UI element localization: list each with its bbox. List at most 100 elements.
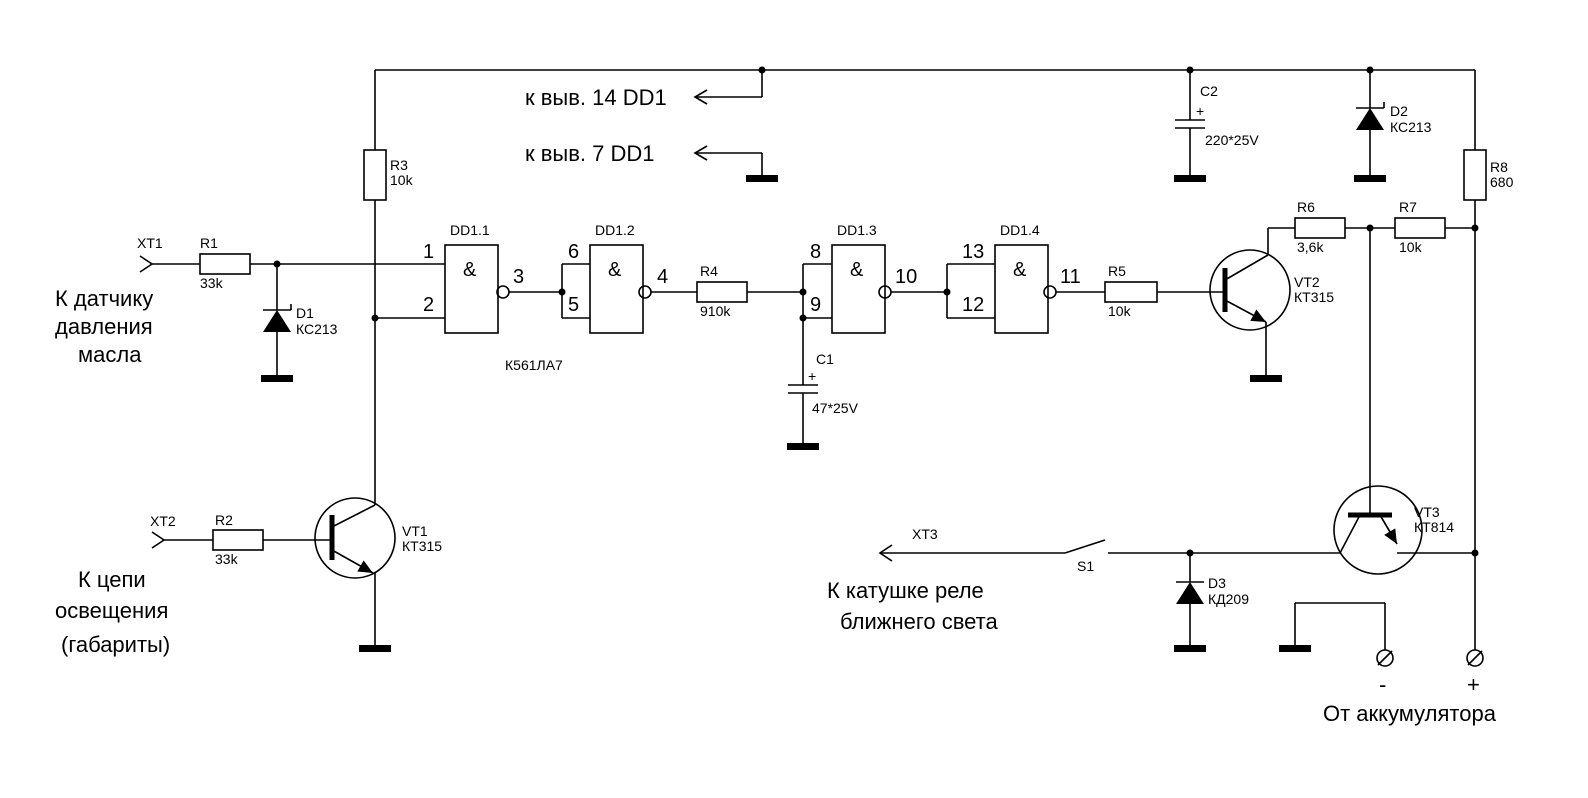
caption-xt3: К катушке реле ближнего света xyxy=(827,578,999,634)
resistor-r2: R2 33k xyxy=(212,512,264,567)
svg-text:4: 4 xyxy=(657,266,668,288)
svg-text:8: 8 xyxy=(810,241,821,263)
transistor-vt1: VT1 КТ315 xyxy=(314,497,442,652)
resistor-r3: R3 10k xyxy=(363,149,414,201)
svg-text:КС213: КС213 xyxy=(296,321,338,337)
gate-dd1-1: & DD1.1 1 2 3 xyxy=(423,222,524,334)
svg-text:5: 5 xyxy=(568,294,579,316)
connector-xt3: XT3 xyxy=(878,526,1065,562)
capacitor-c2: C2 + 220*25V xyxy=(1174,70,1259,182)
transistor-vt3: VT3 КТ814 xyxy=(1333,485,1475,575)
gate-dd1-3: & DD1.3 8 9 10 xyxy=(810,222,917,334)
svg-text:R1: R1 xyxy=(200,235,218,251)
battery-caption: От аккумулятора xyxy=(1323,701,1497,726)
battery-terminals: - + От аккумулятора xyxy=(1279,602,1497,726)
svg-text:2: 2 xyxy=(423,294,434,316)
resistor-r8: R8 680 xyxy=(1463,149,1514,201)
note-pin14-label: к выв. 14 DD1 xyxy=(525,85,667,110)
svg-text:910k: 910k xyxy=(700,303,731,319)
svg-text:3,6k: 3,6k xyxy=(1297,239,1324,255)
terminal-minus: - xyxy=(1379,672,1386,697)
svg-text:+: + xyxy=(1196,103,1204,119)
svg-text:R8: R8 xyxy=(1490,159,1508,175)
svg-text:1: 1 xyxy=(423,241,434,263)
svg-text:VT2: VT2 xyxy=(1294,274,1320,290)
svg-text:R3: R3 xyxy=(390,157,408,173)
svg-text:&: & xyxy=(1013,259,1027,281)
svg-text:10k: 10k xyxy=(390,172,414,188)
zener-d2: D2 КС213 xyxy=(1354,70,1432,182)
note-pin14: к выв. 14 DD1 xyxy=(525,70,763,110)
svg-text:33k: 33k xyxy=(200,275,224,291)
svg-text:10k: 10k xyxy=(1399,239,1423,255)
svg-text:6: 6 xyxy=(568,241,579,263)
chip-type: К561ЛА7 xyxy=(505,357,563,373)
note-pin7-label: к выв. 7 DD1 xyxy=(525,141,655,166)
svg-text:освещения: освещения xyxy=(55,598,168,623)
svg-text:10k: 10k xyxy=(1108,303,1132,319)
svg-text:КД209: КД209 xyxy=(1208,591,1249,607)
svg-text:680: 680 xyxy=(1490,174,1514,190)
svg-text:КТ315: КТ315 xyxy=(1294,289,1334,305)
switch-s1: S1 xyxy=(1064,539,1340,574)
svg-text:КТ814: КТ814 xyxy=(1414,519,1454,535)
svg-text:XT2: XT2 xyxy=(150,513,176,529)
svg-text:VT3: VT3 xyxy=(1414,504,1440,520)
resistor-r7: R7 10k xyxy=(1394,199,1446,255)
svg-text:КС213: КС213 xyxy=(1390,119,1432,135)
svg-text:10: 10 xyxy=(895,266,917,288)
resistor-r4: R4 910k xyxy=(696,263,748,319)
resistor-r5: R5 10k xyxy=(1104,263,1158,319)
svg-text:DD1.1: DD1.1 xyxy=(450,222,490,238)
svg-text:3: 3 xyxy=(513,266,524,288)
svg-text:давления: давления xyxy=(55,314,153,339)
svg-text:XT3: XT3 xyxy=(912,526,938,542)
svg-text:(габариты): (габариты) xyxy=(61,632,170,657)
svg-text:11: 11 xyxy=(1060,266,1081,288)
svg-text:9: 9 xyxy=(810,294,821,316)
svg-text:DD1.3: DD1.3 xyxy=(837,222,877,238)
svg-text:&: & xyxy=(463,259,477,281)
svg-text:DD1.4: DD1.4 xyxy=(1000,222,1040,238)
resistor-r1: R1 33k xyxy=(199,235,251,291)
svg-text:масла: масла xyxy=(78,342,142,367)
gate-dd1-4: & DD1.4 13 12 11 xyxy=(962,222,1081,334)
svg-text:R2: R2 xyxy=(215,512,233,528)
svg-text:47*25V: 47*25V xyxy=(812,400,859,416)
svg-text:К цепи: К цепи xyxy=(78,567,146,592)
svg-text:C1: C1 xyxy=(816,351,834,367)
svg-text:&: & xyxy=(850,259,864,281)
svg-text:XT1: XT1 xyxy=(137,235,163,251)
svg-text:D3: D3 xyxy=(1208,575,1226,591)
diode-d3: D3 КД209 xyxy=(1174,553,1249,652)
svg-text:13: 13 xyxy=(962,241,984,263)
svg-text:К датчику: К датчику xyxy=(55,286,153,311)
zener-d1: D1 КС213 xyxy=(261,264,338,382)
svg-text:VT1: VT1 xyxy=(402,523,428,539)
note-pin7: к выв. 7 DD1 xyxy=(525,141,778,182)
svg-text:R7: R7 xyxy=(1399,199,1417,215)
svg-text:К катушке реле: К катушке реле xyxy=(827,578,984,603)
capacitor-c1: C1 + 47*25V xyxy=(787,351,859,450)
terminal-plus: + xyxy=(1467,672,1480,697)
svg-text:C2: C2 xyxy=(1200,83,1218,99)
svg-text:D2: D2 xyxy=(1390,103,1408,119)
connector-xt1: XT1 xyxy=(137,235,200,273)
svg-text:12: 12 xyxy=(962,294,984,316)
svg-text:R4: R4 xyxy=(700,263,718,279)
caption-xt1: К датчику давления масла xyxy=(55,286,153,367)
svg-text:R5: R5 xyxy=(1108,263,1126,279)
svg-text:D1: D1 xyxy=(296,305,314,321)
connector-xt2: XT2 xyxy=(150,513,213,549)
svg-text:220*25V: 220*25V xyxy=(1205,132,1259,148)
transistor-vt2: VT2 КТ315 xyxy=(1209,227,1334,382)
svg-text:R6: R6 xyxy=(1297,199,1315,215)
svg-text:33k: 33k xyxy=(215,551,239,567)
svg-text:КТ315: КТ315 xyxy=(402,538,442,554)
svg-text:ближнего света: ближнего света xyxy=(840,609,999,634)
caption-xt2: К цепи освещения (габариты) xyxy=(55,567,170,657)
svg-text:&: & xyxy=(608,259,622,281)
svg-text:DD1.2: DD1.2 xyxy=(595,222,635,238)
resistor-r6: R6 3,6k xyxy=(1294,199,1346,255)
